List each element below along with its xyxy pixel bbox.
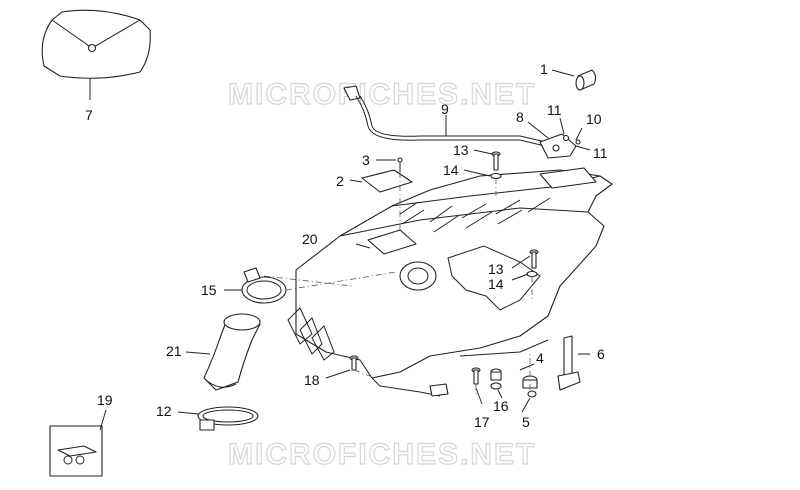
part-6-strap: [557, 335, 590, 391]
callout-18: 18: [304, 372, 320, 388]
callout-20: 20: [302, 231, 318, 247]
watermark-top: MICROFICHES.NET: [228, 78, 536, 111]
callout-16: 16: [493, 398, 509, 414]
callout-15: 15: [201, 282, 217, 298]
callout-21: 21: [166, 343, 182, 359]
part-3-screw: [376, 157, 403, 172]
callout-5: 5: [522, 414, 530, 430]
part-20-air-box-body: [287, 167, 613, 397]
callout-labels: 1 2 3 4 5 6 7 8 9 10 11 11 12 13 13 14 1…: [85, 61, 608, 430]
part-2-filter-plate: [349, 169, 413, 193]
part-1-cap: [551, 69, 597, 91]
callout-17: 17: [474, 414, 490, 430]
part-15-clamp: [224, 267, 287, 304]
callout-7: 7: [85, 107, 93, 123]
callout-12: 12: [156, 403, 172, 419]
part-12-hose-clamp: [177, 406, 259, 431]
watermark-bottom: MICROFICHES.NET: [228, 438, 536, 471]
callout-9: 9: [441, 101, 449, 117]
part-21-hose: [185, 313, 261, 391]
callout-2: 2: [336, 173, 344, 189]
part-13-bolt-lower: [511, 249, 539, 281]
callout-19: 19: [97, 392, 113, 408]
callout-1: 1: [540, 61, 548, 77]
part-7-cover: [41, 9, 151, 100]
callout-10: 10: [586, 111, 602, 127]
callout-8: 8: [516, 109, 524, 125]
callout-11-top: 11: [547, 102, 562, 118]
callout-11-right: 11: [593, 145, 608, 161]
part-4-5-16-17-grommets: [471, 363, 538, 413]
part-19-kit-box: [49, 409, 107, 477]
part-8-bracket: [527, 117, 591, 159]
callout-14-top: 14: [443, 162, 459, 178]
callout-3: 3: [362, 152, 370, 168]
assembly-axis-lines: [263, 172, 533, 396]
callout-6: 6: [597, 346, 605, 362]
callout-13-top: 13: [453, 142, 469, 158]
callout-14-lower: 14: [488, 276, 504, 292]
part-9-cable: [343, 85, 547, 147]
callout-13-lower: 13: [488, 261, 504, 277]
part-18-bolt: [325, 355, 359, 379]
callout-4: 4: [536, 350, 544, 366]
part-13-bolt-top: [463, 149, 502, 180]
